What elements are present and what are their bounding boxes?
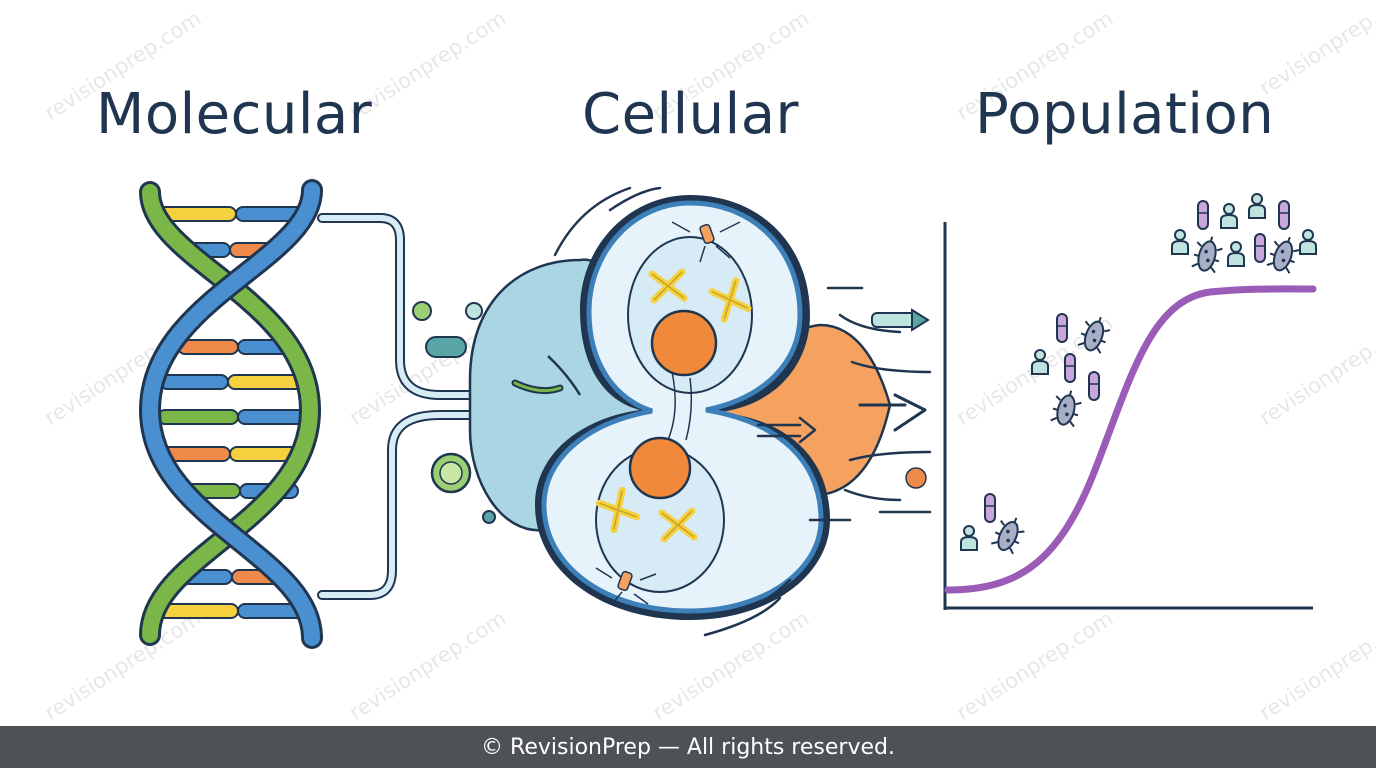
motion-lines — [553, 186, 932, 637]
copyright-footer: © RevisionPrep — All rights reserved. — [0, 726, 1376, 768]
population-person-icon — [960, 525, 978, 551]
connector-tubes — [317, 213, 475, 600]
arrow-right-icon — [756, 308, 930, 489]
dna-helix-icon — [138, 179, 323, 649]
population-growth-chart — [943, 222, 1317, 610]
logistic-growth-curve — [944, 285, 1317, 594]
molecule-dots — [412, 301, 496, 524]
population-individuals — [960, 193, 1317, 557]
heading-cellular: Cellular — [582, 82, 800, 147]
heading-molecular: Molecular — [96, 82, 373, 147]
heading-population: Population — [975, 82, 1275, 147]
illustration — [138, 179, 1317, 649]
dividing-cell-icon — [511, 195, 830, 620]
diagram-stage: revisionprep.com revisionprep.com revisi… — [40, 0, 1376, 725]
